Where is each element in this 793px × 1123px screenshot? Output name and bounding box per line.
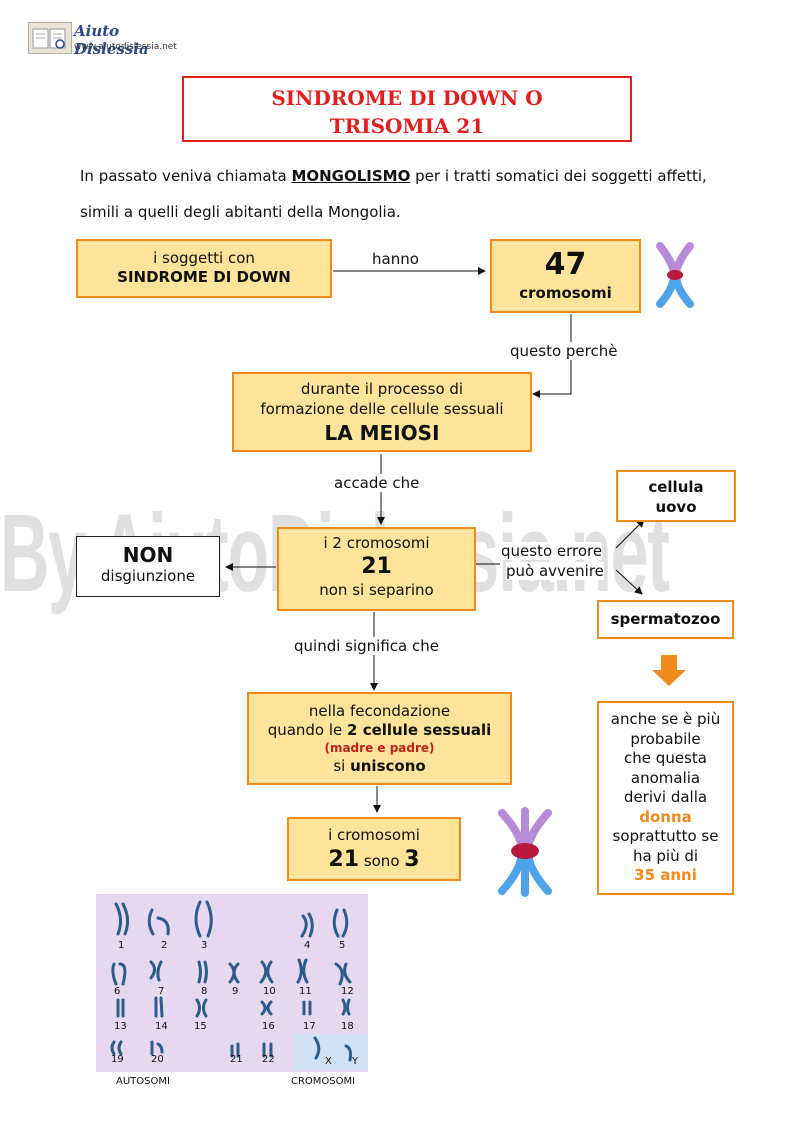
label-errore-2: può avvenire — [506, 562, 604, 580]
node-cromosomi-21-line1: i 2 cromosomi — [279, 534, 474, 553]
karyotype-y: Y — [352, 1056, 358, 1067]
karyotype-num-9: 9 — [232, 986, 238, 997]
karyotype-num-11: 11 — [299, 986, 312, 997]
karyotype-num-10: 10 — [263, 986, 276, 997]
node-47-label: cromosomi — [492, 283, 639, 303]
nota-line-5: derivi dalla — [599, 788, 732, 808]
fecondazione-line4: si uniscono — [249, 757, 510, 776]
node-soggetti-line2: SINDROME DI DOWN — [78, 268, 330, 287]
chromosome-icon — [652, 242, 698, 308]
karyotype-num-8: 8 — [201, 986, 207, 997]
karyotype-num-7: 7 — [158, 986, 164, 997]
node-47-number: 47 — [492, 247, 639, 283]
sono3-num2: 3 — [404, 847, 419, 872]
karyotype-num-21: 21 — [230, 1054, 243, 1065]
karyotype-label-autosomi: AUTOSOMI — [116, 1076, 170, 1087]
fecondazione-line2-bold: 2 cellule sessuali — [347, 721, 491, 739]
node-cromosomi-21: i 2 cromosomi 21 non si separino — [277, 527, 476, 611]
sono3-word: sono — [359, 852, 404, 870]
node-cromosomi-21-line3: non si separino — [279, 581, 474, 600]
node-meiosi-line1: durante il processo di — [234, 379, 530, 399]
node-non: NON — [77, 543, 219, 567]
nota-line-donna: donna — [599, 808, 732, 828]
nota-line-1: anche se è più — [599, 710, 732, 730]
karyotype-num-17: 17 — [303, 1021, 316, 1032]
karyotype-num-1: 1 — [118, 940, 124, 951]
karyotype-num-5: 5 — [339, 940, 345, 951]
karyotype-chromosomes — [96, 894, 368, 1072]
down-arrow-icon — [652, 655, 686, 687]
label-quindi: quindi significa che — [294, 637, 439, 655]
node-cellula-uovo: cellula uovo — [616, 470, 736, 522]
karyotype-num-3: 3 — [201, 940, 207, 951]
karyotype-num-12: 12 — [341, 986, 354, 997]
node-cellula: cellula — [618, 477, 734, 497]
node-fecondazione: nella fecondazione quando le 2 cellule s… — [247, 692, 512, 785]
fecondazione-line2-pre: quando le — [268, 721, 347, 739]
nota-line-8: ha più di — [599, 847, 732, 867]
node-spermatozoo-text: spermatozoo — [611, 610, 721, 628]
karyotype-num-6: 6 — [114, 986, 120, 997]
karyotype-label-cromosomi: CROMOSOMI — [291, 1076, 355, 1087]
node-disgiunzione: disgiunzione — [77, 567, 219, 586]
karyotype-num-15: 15 — [194, 1021, 207, 1032]
node-cromosomi-21-number: 21 — [279, 553, 474, 581]
node-47-cromosomi: 47 cromosomi — [490, 239, 641, 313]
fecondazione-line4-pre: si — [333, 757, 350, 775]
trisomy-chromosome-icon — [494, 807, 556, 897]
arrow-cellula-uovo — [616, 520, 644, 548]
node-soggetti: i soggetti con SINDROME DI DOWN — [76, 239, 332, 298]
node-nota: anche se è più probabile che questa anom… — [597, 701, 734, 895]
node-sono-3: i cromosomi 21 sono 3 — [287, 817, 461, 881]
node-meiosi-line3: LA MEIOSI — [234, 419, 530, 447]
sono3-line1: i cromosomi — [289, 825, 459, 845]
sono3-num1: 21 — [328, 847, 359, 872]
fecondazione-line1: nella fecondazione — [249, 702, 510, 721]
karyotype-num-18: 18 — [341, 1021, 354, 1032]
fecondazione-line3: (madre e padre) — [249, 740, 510, 757]
node-non-disgiunzione: NON disgiunzione — [76, 536, 220, 597]
karyotype-num-19: 19 — [111, 1054, 124, 1065]
karyotype-num-14: 14 — [155, 1021, 168, 1032]
label-perche: questo perchè — [510, 342, 617, 360]
karyotype-num-22: 22 — [262, 1054, 275, 1065]
karyotype-num-2: 2 — [161, 940, 167, 951]
fecondazione-line4-bold: uniscono — [350, 757, 426, 775]
karyotype-x: X — [325, 1056, 332, 1067]
nota-line-35-anni: 35 anni — [599, 866, 732, 886]
label-hanno: hanno — [372, 250, 419, 268]
nota-line-2: probabile — [599, 730, 732, 750]
node-meiosi: durante il processo di formazione delle … — [232, 372, 532, 452]
karyotype-num-4: 4 — [304, 940, 310, 951]
label-errore-1: questo errore — [501, 542, 602, 560]
node-spermatozoo: spermatozoo — [597, 600, 734, 639]
nota-line-3: che questa — [599, 749, 732, 769]
node-meiosi-line2: formazione delle cellule sessuali — [234, 399, 530, 419]
fecondazione-line2: quando le 2 cellule sessuali — [249, 721, 510, 740]
karyotype-num-16: 16 — [262, 1021, 275, 1032]
nota-line-4: anomalia — [599, 769, 732, 789]
arrow-spermatozoo — [616, 570, 642, 594]
node-soggetti-line1: i soggetti con — [78, 249, 330, 268]
karyotype-num-20: 20 — [151, 1054, 164, 1065]
nota-line-7: soprattutto se — [599, 827, 732, 847]
karyotype-num-13: 13 — [114, 1021, 127, 1032]
sono3-line2: 21 sono 3 — [289, 845, 459, 876]
label-accade: accade che — [334, 474, 419, 492]
node-uovo: uovo — [618, 497, 734, 517]
